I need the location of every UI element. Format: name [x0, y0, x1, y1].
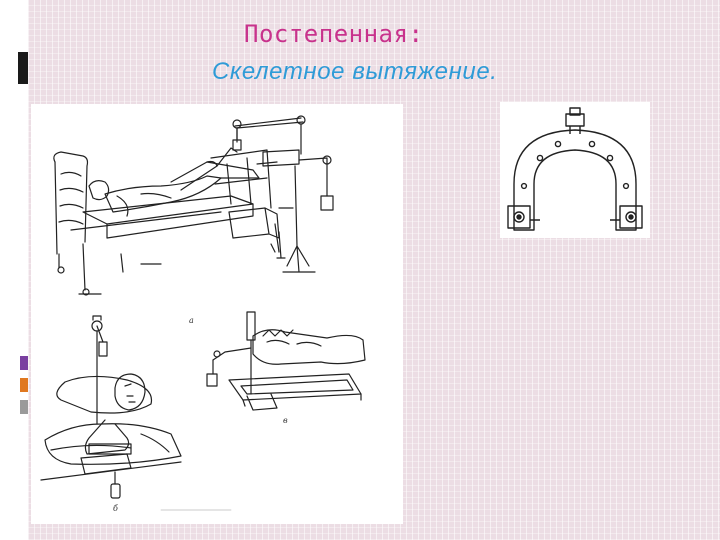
slide-subtitle: Скелетное вытяжение. — [212, 58, 498, 85]
figure-label-b: б — [113, 504, 118, 513]
illustration-panel: а б в — [31, 104, 403, 524]
bracket-arch-panel — [500, 102, 650, 238]
decor-bar — [18, 52, 28, 84]
decor-accent-purple — [20, 356, 28, 370]
bed-traction-illustration — [53, 115, 334, 296]
head-traction-illustration — [40, 315, 182, 499]
arm-traction-frame-illustration — [206, 311, 366, 411]
traction-bracket-arch-illustration — [507, 107, 643, 231]
decor-accent-orange — [20, 378, 28, 392]
figure-label-c: в — [283, 416, 288, 425]
left-border — [0, 0, 28, 540]
slide-title: Постепенная: — [244, 20, 424, 48]
figure-label-a: а — [189, 316, 194, 325]
decor-accent-gray — [20, 400, 28, 414]
